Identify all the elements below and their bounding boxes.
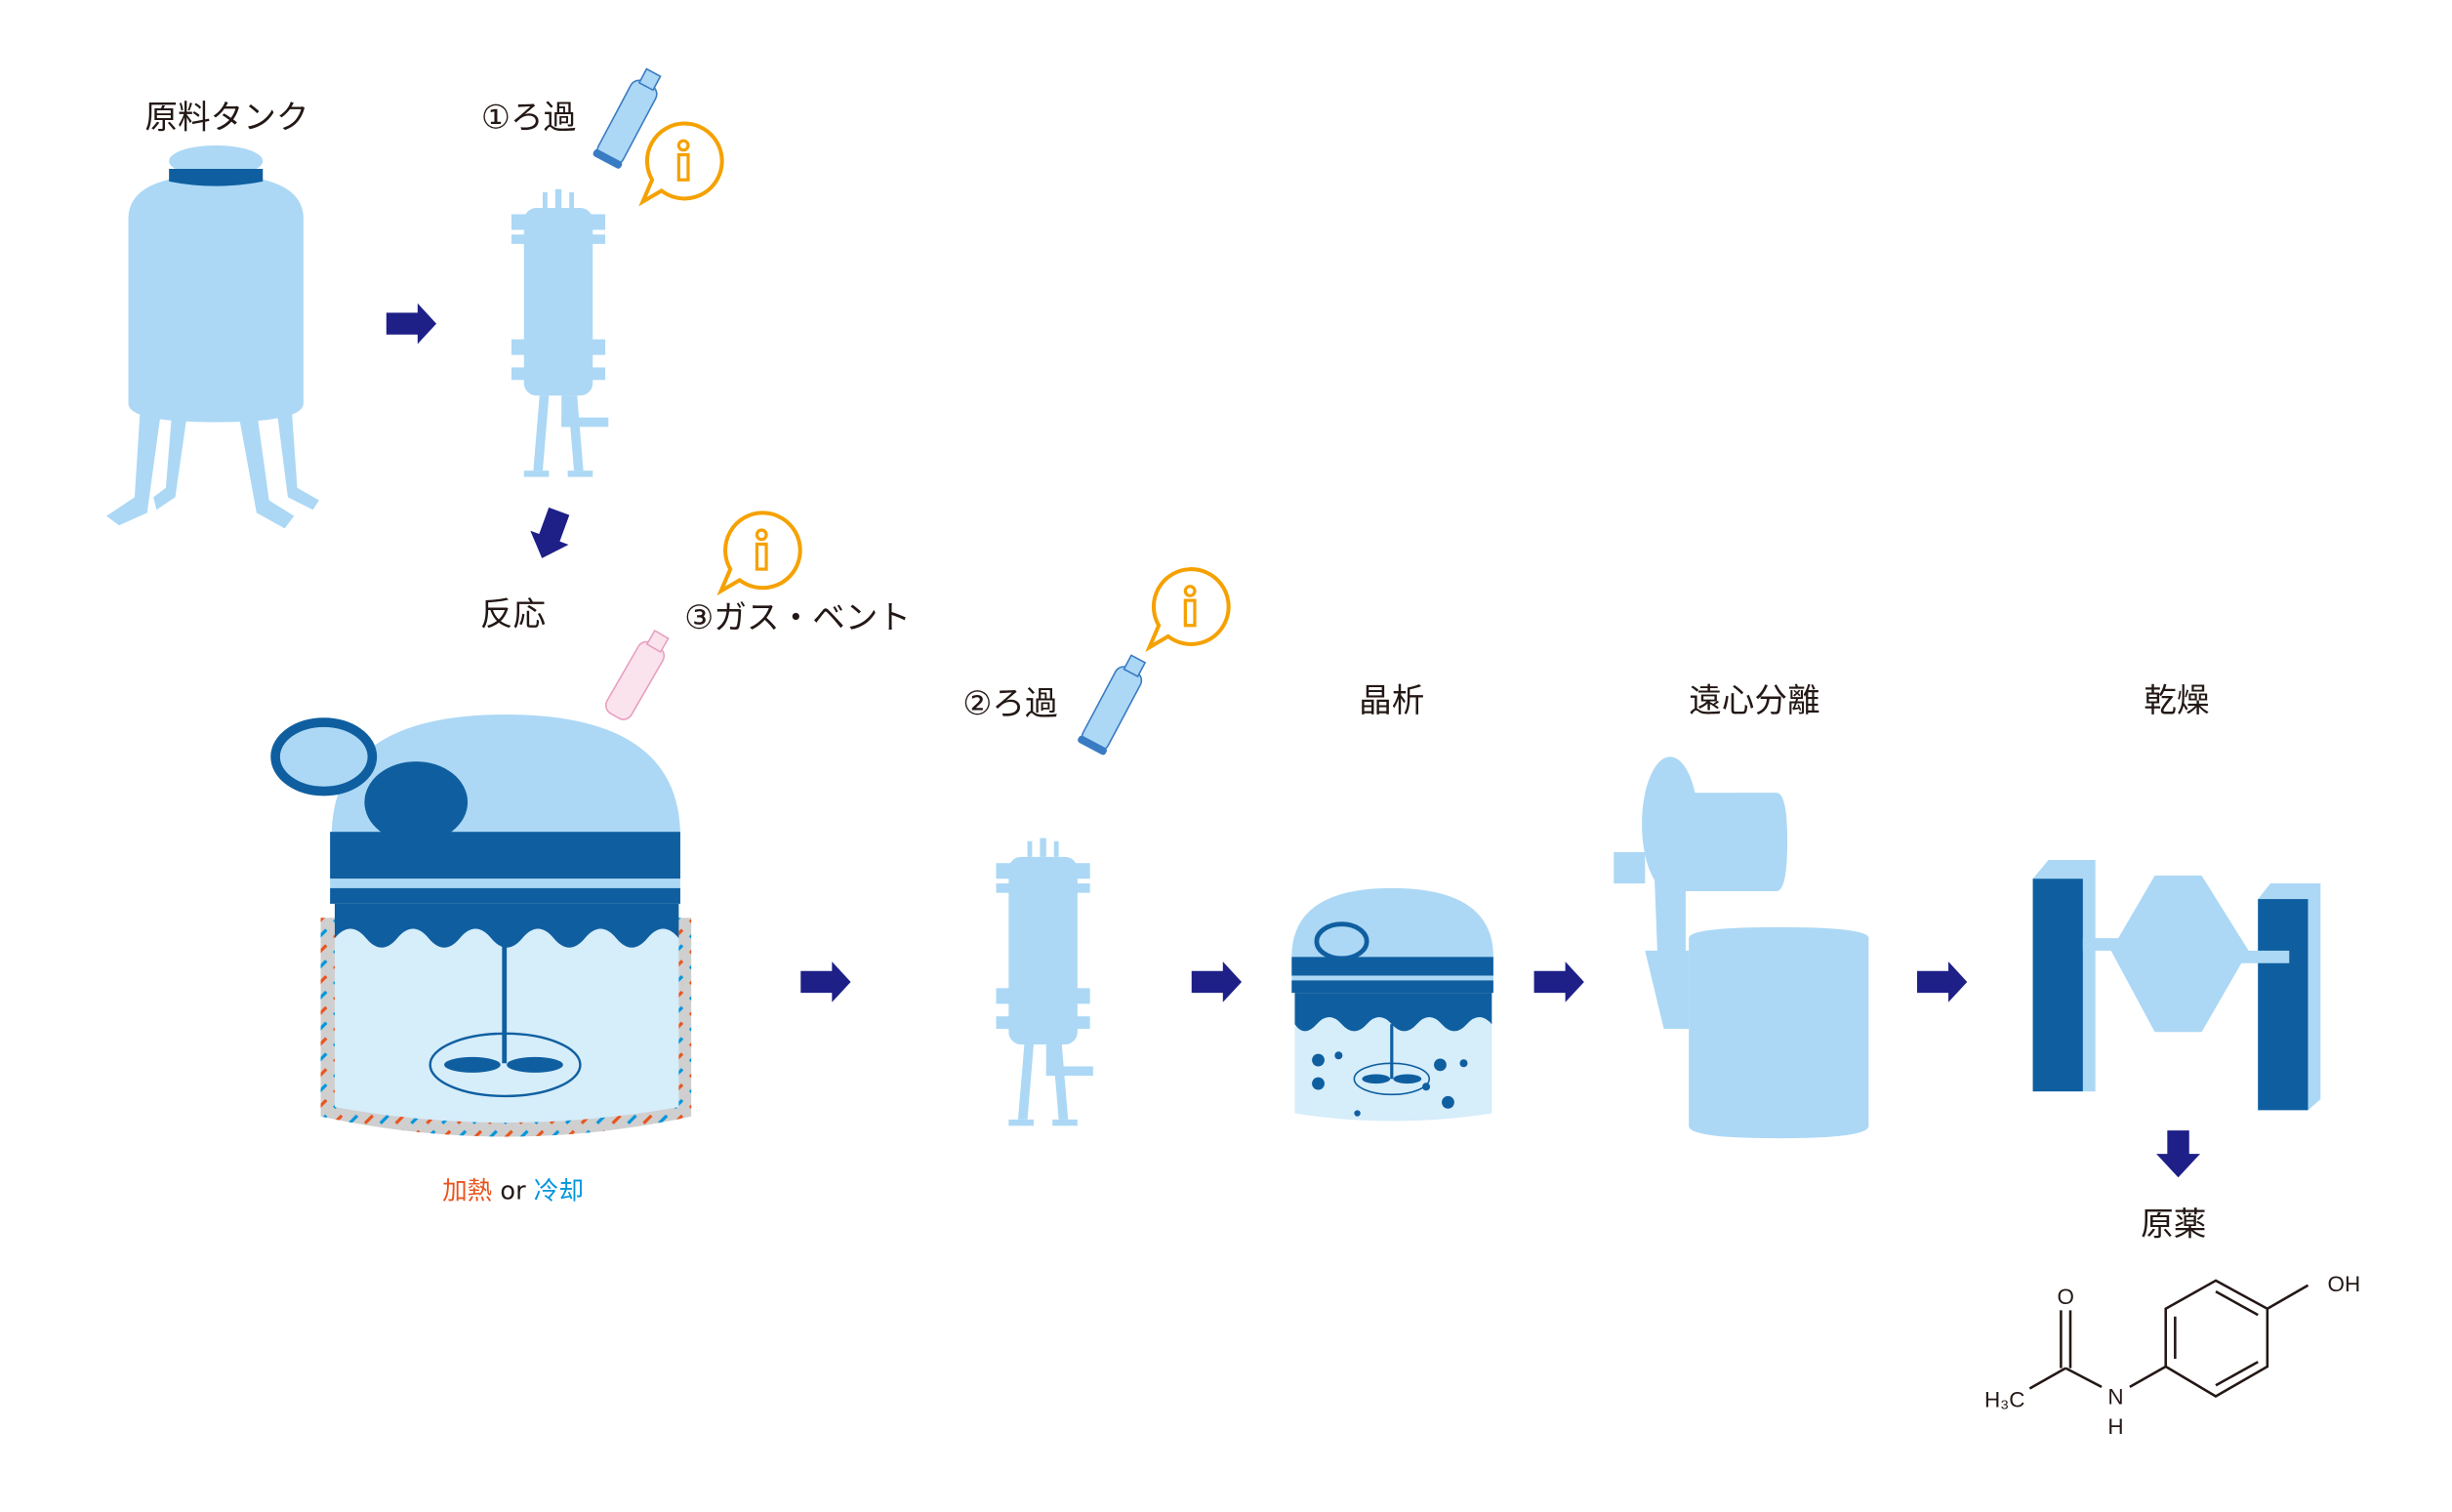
reactor-vessel-part: [270, 717, 378, 797]
reactor-vessel-part: [429, 1032, 582, 1098]
filter-housing-2: [996, 838, 1093, 1126]
acetaminophen-structure: [2028, 1279, 2309, 1398]
info-icon[interactable]: [1150, 569, 1229, 647]
crystallizer-part: [1353, 1062, 1431, 1096]
flow-arrow: [800, 961, 851, 1002]
crystallizer-part: [1314, 921, 1369, 961]
crystallizer-part: [1354, 1110, 1361, 1117]
acetaminophen-structure-part: [2267, 1284, 2309, 1310]
flow-arrow: [1191, 961, 1243, 1002]
reactor-vessel-part: [507, 1056, 563, 1073]
reactor-vessel-part: [364, 761, 469, 843]
crystallizer-part: [1434, 1058, 1447, 1072]
atom-o: O: [2057, 1285, 2073, 1309]
flow-arrow: [1917, 961, 1968, 1002]
crystallizer-part: [1291, 975, 1493, 981]
acetaminophen-structure-part: [2129, 1365, 2167, 1388]
centrifuge-part: [1654, 876, 1686, 958]
dryer-part: [2032, 879, 2083, 1092]
heat-label: 加熱: [442, 1177, 492, 1206]
label-filtration-2: ②ろ過: [962, 684, 1057, 722]
crystallizer: [1291, 887, 1493, 1122]
label-drying: 乾燥: [2144, 681, 2209, 719]
label-gas-vent: ③ガス・ベント: [684, 598, 911, 636]
raw-material-tank-part: [275, 398, 319, 511]
vent-cartridge-icon-part: [645, 629, 670, 654]
reactor-vessel-part: [334, 903, 679, 948]
raw-material-tank-part: [237, 409, 295, 529]
dryer-part: [2082, 938, 2122, 951]
acetaminophen-structure-part: [2215, 1290, 2259, 1317]
crystallizer-part: [1390, 1024, 1394, 1080]
crystallizer-part: [1459, 1059, 1468, 1068]
reactor-vessel-part: [444, 1056, 501, 1073]
crystallizer-part: [1312, 1053, 1325, 1067]
acetaminophen-structure-part: [2164, 1279, 2269, 1398]
crystallizer-part: [1291, 957, 1493, 976]
label-api: 原薬: [2141, 1205, 2206, 1243]
atom-n: N: [2107, 1384, 2123, 1409]
flow-arrow: [1533, 961, 1584, 1002]
reactor-vessel-part: [330, 832, 680, 879]
filter-cartridge-icon: [1076, 650, 1153, 757]
centrifuge-part: [1689, 926, 1869, 1139]
reactor-vessel-part: [330, 887, 680, 904]
reactor-vessel-part: [502, 938, 508, 1064]
flow-arrow: [386, 303, 437, 345]
atom-h3c: H₃C: [1984, 1388, 2025, 1412]
vent-cartridge-icon: [604, 629, 670, 720]
raw-material-tank: [106, 144, 319, 529]
centrifuge-part: [1669, 793, 1788, 892]
flow-arrow-down-part: [2156, 1130, 2200, 1178]
label-filtration-1: ①ろ過: [481, 98, 576, 136]
flow-arrow-down: [530, 507, 570, 558]
atom-oh: OH: [2328, 1272, 2361, 1296]
reactor-vessel-part: [330, 879, 680, 888]
crystallizer-part: [1362, 1074, 1391, 1084]
label-centrifuge: 遠心分離: [1689, 681, 1820, 719]
crystallizer-part: [1442, 1095, 1454, 1109]
or-label: or: [492, 1177, 533, 1206]
crystallizer-part: [1422, 1083, 1431, 1091]
label-reaction: 反応: [480, 595, 546, 633]
centrifuge-part: [1614, 852, 1646, 884]
dryer: [2032, 860, 2321, 1111]
raw-material-tank-part: [169, 169, 264, 186]
raw-material-tank-part: [153, 409, 188, 511]
crystallizer-part: [1334, 1051, 1343, 1060]
crystallizer-part: [1294, 993, 1492, 1032]
acetaminophen-structure-part: [2064, 1367, 2103, 1388]
flow-arrow-down-part: [530, 507, 570, 558]
dryer-part: [2110, 876, 2249, 1033]
dryer-part: [2235, 950, 2290, 963]
raw-material-tank-part: [128, 175, 304, 423]
label-crystallization: 晶析: [1359, 681, 1424, 719]
centrifuge: [1614, 756, 1869, 1139]
dryer-part: [2258, 899, 2309, 1111]
cool-label: 冷却: [534, 1177, 584, 1206]
acetaminophen-structure-part: [2215, 1361, 2259, 1387]
crystallizer-part: [1312, 1077, 1325, 1090]
flow-arrow-down: [2156, 1130, 2200, 1178]
label-raw-tank: 原料タンク: [144, 98, 308, 136]
info-icon[interactable]: [721, 512, 800, 591]
jacket-caption: 加熱 or 冷却: [442, 1177, 584, 1206]
atom-h: H: [2107, 1414, 2123, 1439]
crystallizer-part: [1291, 980, 1493, 994]
centrifuge-part: [1645, 950, 1690, 1030]
acetaminophen-structure-part: [2028, 1367, 2066, 1390]
raw-material-tank-part: [106, 398, 163, 526]
filter-housing-1: [511, 188, 609, 477]
crystallizer-part: [1393, 1074, 1422, 1084]
info-icon[interactable]: [643, 124, 722, 202]
reactor-vessel: [270, 715, 692, 1137]
